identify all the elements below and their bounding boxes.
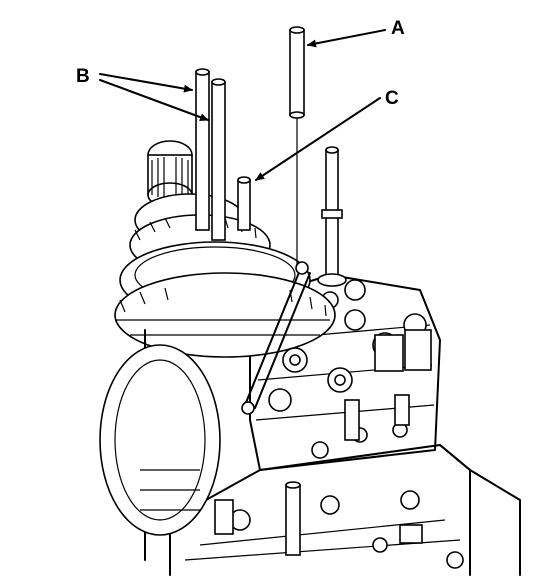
callout-label-b: B xyxy=(76,66,90,87)
callout-label-a: A xyxy=(391,18,405,39)
pin-a xyxy=(289,26,305,265)
clutch-drum xyxy=(99,329,221,561)
linkage-bar xyxy=(241,261,311,415)
leader-lines xyxy=(99,29,386,181)
valve-body xyxy=(249,274,441,471)
transmission-case xyxy=(169,444,521,576)
right-shaft xyxy=(317,146,347,287)
callout-label-c: C xyxy=(385,88,399,109)
bottom-bolt xyxy=(285,481,301,556)
pins-b xyxy=(195,68,226,241)
pin-c xyxy=(237,176,251,231)
